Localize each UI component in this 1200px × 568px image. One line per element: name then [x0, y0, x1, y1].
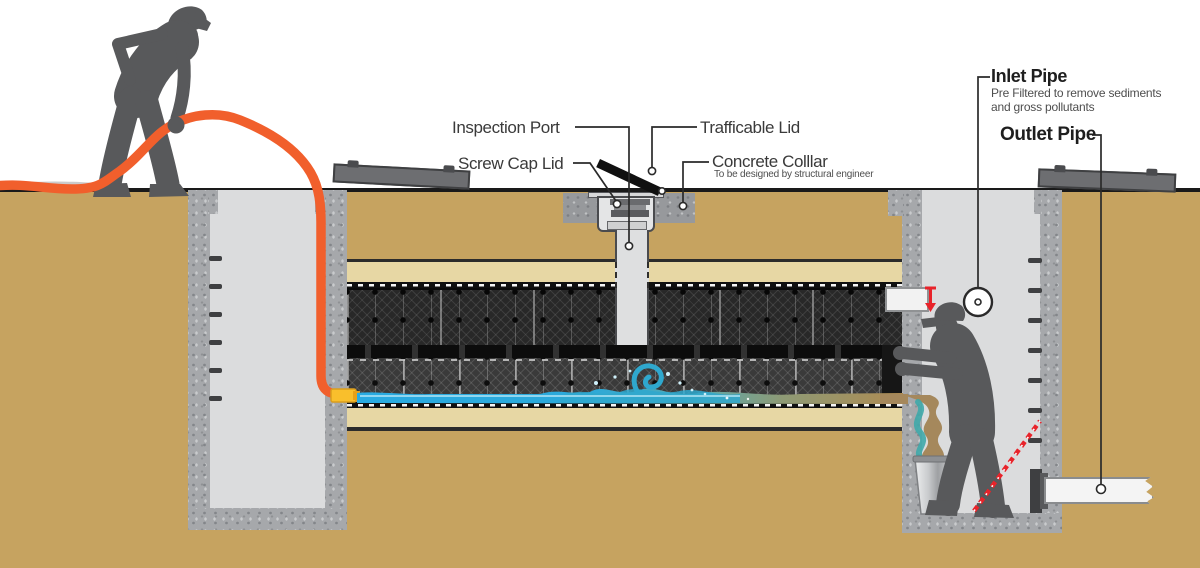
- left-chamber-collar-step-right: [315, 190, 325, 214]
- outlet-pipe: [1044, 477, 1154, 504]
- tank-base-line: [347, 427, 902, 431]
- cap-icon: [167, 6, 207, 41]
- ladder-rung: [209, 368, 222, 373]
- left-chamber-interior: [210, 190, 325, 508]
- lid-handle: [1054, 164, 1066, 173]
- right-chamber-interior: [922, 190, 1040, 513]
- geotextile-bottom: [347, 402, 902, 408]
- ladder-rung: [1028, 258, 1042, 263]
- sand-bedding-bottom: [347, 408, 902, 427]
- crate-modules-lower-row: [347, 358, 902, 400]
- inspection-port-label: Inspection Port: [452, 118, 560, 137]
- screw-cap-lid-label: Screw Cap Lid: [458, 154, 564, 173]
- screw-cap-mid: [614, 205, 646, 210]
- ladder-rung: [209, 396, 222, 401]
- ladder-rung: [1028, 408, 1042, 413]
- inlet-pipe-stub: [885, 287, 929, 312]
- lid-handle: [1146, 168, 1158, 176]
- ladder-rung: [1028, 318, 1042, 323]
- right-chamber-collar-step-right: [1034, 190, 1042, 214]
- concrete-collar-label: Concrete Colllar: [712, 152, 828, 171]
- ladder-rung: [209, 340, 222, 345]
- inlet-pipe-label: Inlet Pipe: [991, 66, 1068, 86]
- left-chamber-floor: [188, 508, 347, 530]
- crate-connector-band: [347, 345, 902, 358]
- lid-handle: [347, 160, 359, 168]
- inlet-pipe-note: Pre Filtered to remove sediments and gro…: [991, 86, 1162, 115]
- crate-row-divider-dash: [347, 359, 902, 361]
- trafficable-lid-label: Trafficable Lid: [700, 118, 800, 137]
- lid-handle: [443, 165, 455, 173]
- right-chamber-wall-right: [1040, 190, 1062, 533]
- screw-cap-top: [610, 199, 650, 205]
- ladder-rung: [1028, 438, 1042, 443]
- ladder-rung: [1028, 378, 1042, 383]
- tank-access-opening: [882, 345, 902, 397]
- outlet-pipe-label: Outlet Pipe: [1000, 124, 1096, 145]
- ladder-rung: [1028, 288, 1042, 293]
- ladder-rung: [209, 256, 222, 261]
- trafficable-lid-slab-left: [332, 160, 471, 190]
- ladder-rung: [1028, 348, 1042, 353]
- left-chamber-collar-step-left: [208, 190, 218, 214]
- riser-neck: [607, 221, 647, 230]
- inspection-port-shaft-dashed-section: [615, 262, 649, 288]
- right-chamber-collar-step-left: [888, 190, 904, 216]
- ladder-rung: [209, 312, 222, 317]
- worker-left-silhouette: [93, 6, 211, 197]
- ladder-rung: [209, 284, 222, 289]
- concrete-collar-note: To be designed by structural engineer: [714, 169, 874, 180]
- worker-hand: [167, 116, 185, 134]
- right-chamber-floor: [902, 513, 1062, 533]
- left-chamber-wall-left: [188, 190, 210, 530]
- right-chamber-wall-left: [902, 190, 922, 533]
- left-chamber-wall-right: [325, 190, 347, 530]
- screw-cap-base: [611, 210, 649, 217]
